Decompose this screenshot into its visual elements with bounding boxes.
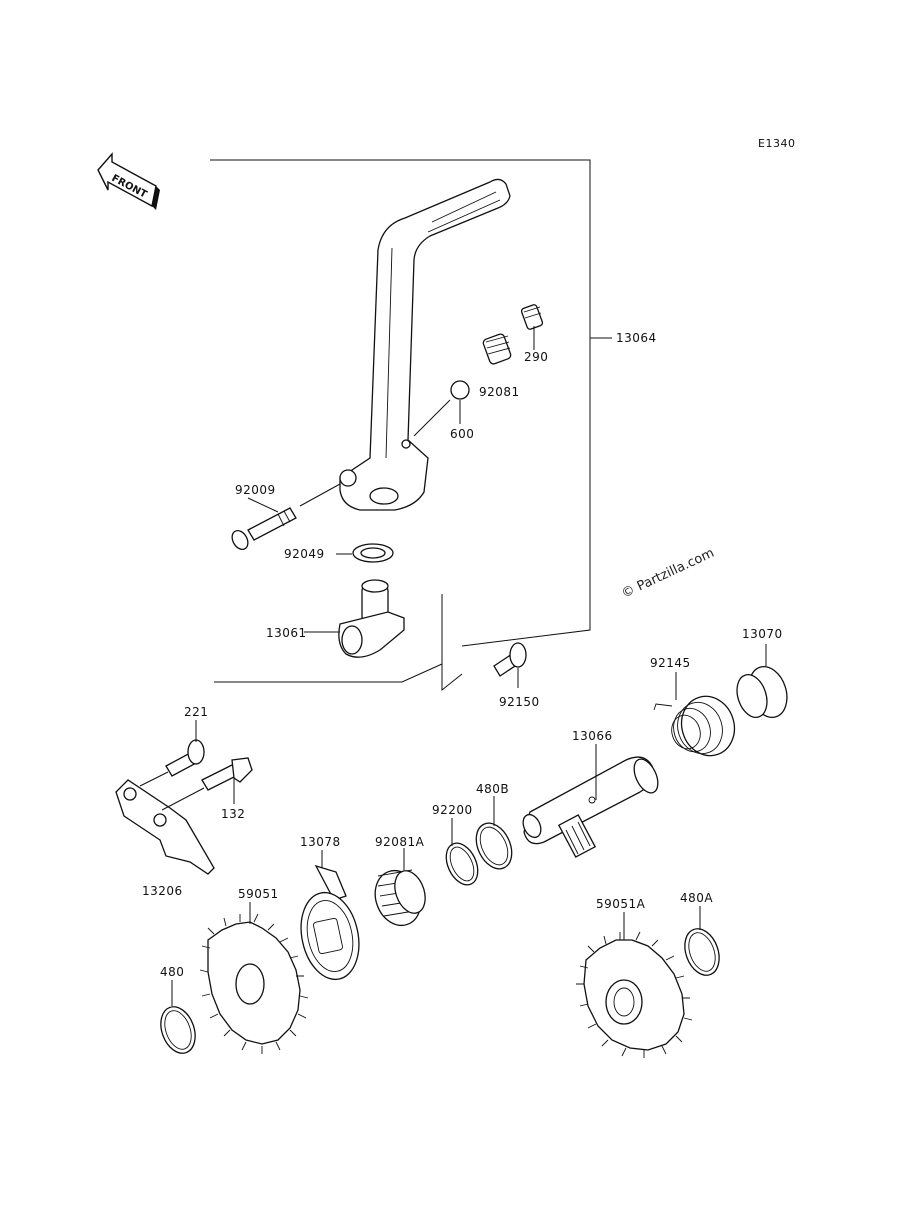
spring-92081A bbox=[374, 848, 426, 927]
label-480B: 480B bbox=[476, 782, 509, 796]
label-13206: 13206 bbox=[142, 884, 183, 898]
label-92049: 92049 bbox=[284, 547, 325, 561]
bolt-92009 bbox=[231, 483, 341, 550]
label-92150: 92150 bbox=[499, 695, 540, 709]
label-13061: 13061 bbox=[266, 626, 307, 640]
label-59051A: 59051A bbox=[596, 897, 646, 911]
gear-59051 bbox=[199, 902, 309, 1054]
front-arrow-icon: FRONT bbox=[97, 152, 160, 210]
spring-290 bbox=[482, 304, 544, 365]
label-290: 290 bbox=[524, 350, 548, 364]
label-59051: 59051 bbox=[238, 887, 279, 901]
label-13078: 13078 bbox=[300, 835, 341, 849]
ring-92200 bbox=[445, 818, 479, 886]
clip-480 bbox=[160, 980, 196, 1054]
watermark: © Partzilla.com bbox=[619, 546, 716, 602]
label-600: 600 bbox=[450, 427, 474, 441]
clip-480A bbox=[684, 906, 720, 976]
washer-92049 bbox=[336, 543, 394, 563]
label-132: 132 bbox=[221, 807, 245, 821]
label-13066: 13066 bbox=[572, 729, 613, 743]
bolt-92150 bbox=[441, 594, 527, 692]
label-92081: 92081 bbox=[479, 385, 520, 399]
kick-shaft-13061 bbox=[304, 579, 405, 658]
clip-480B bbox=[475, 796, 513, 870]
kick-pedal-lever bbox=[339, 178, 511, 511]
label-221: 221 bbox=[184, 705, 208, 719]
bolt-221 bbox=[139, 720, 205, 787]
label-92081A: 92081A bbox=[375, 835, 425, 849]
torsion-spring-92145 bbox=[653, 672, 736, 757]
collar-13070 bbox=[736, 644, 788, 719]
kick-shaft-13066 bbox=[522, 744, 659, 858]
ball-600 bbox=[413, 380, 470, 437]
label-92145: 92145 bbox=[650, 656, 691, 670]
label-92009: 92009 bbox=[235, 483, 276, 497]
ratchet-13078 bbox=[300, 850, 360, 981]
lever-13206 bbox=[115, 779, 215, 875]
label-13070: 13070 bbox=[742, 627, 783, 641]
label-13064: 13064 bbox=[616, 331, 657, 345]
bolt-132 bbox=[161, 757, 253, 811]
diagram-code: E1340 bbox=[758, 137, 795, 150]
label-480: 480 bbox=[160, 965, 184, 979]
label-92200: 92200 bbox=[432, 803, 473, 817]
assembly-bracket bbox=[210, 159, 612, 683]
label-480A: 480A bbox=[680, 891, 713, 905]
gear-59051A bbox=[576, 912, 693, 1058]
